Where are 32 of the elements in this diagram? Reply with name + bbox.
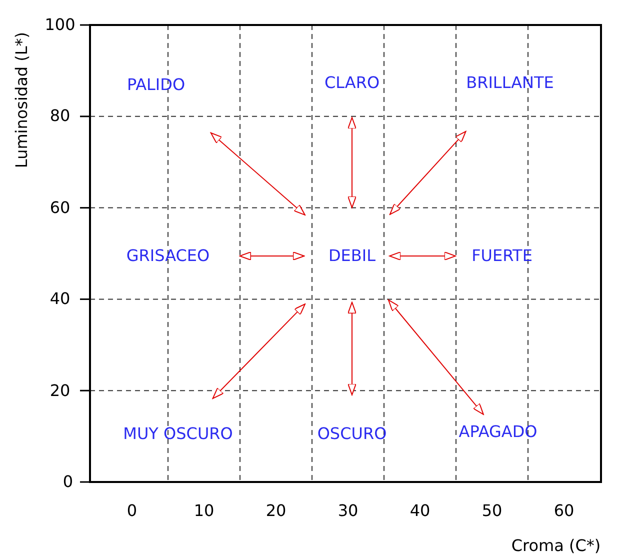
axis-title: Croma (C*) (511, 537, 601, 555)
tick-label: 100 (44, 16, 76, 34)
tick-label: 60 (554, 502, 574, 520)
double-arrow (212, 304, 306, 399)
double-arrow (388, 300, 484, 415)
region-label: BRILLANTE (466, 74, 554, 92)
region-label: APAGADO (458, 423, 538, 441)
tick-label: 40 (50, 290, 70, 308)
region-label: GRISACEO (126, 247, 210, 265)
tick-label: 80 (50, 107, 70, 126)
region-label: OSCURO (317, 425, 387, 443)
region-label: CLARO (324, 74, 380, 92)
tick-label: 20 (50, 382, 70, 400)
tick-label: 0 (62, 473, 74, 491)
double-arrow (348, 302, 356, 396)
double-arrow (210, 132, 306, 216)
double-arrow (389, 130, 466, 215)
region-label: FUERTE (472, 247, 532, 265)
tick-label: 10 (194, 502, 214, 520)
region-label: PALIDO (126, 76, 186, 94)
axis-title: Luminosidad (L*) (13, 32, 31, 168)
double-arrow (348, 117, 356, 208)
double-arrow (389, 252, 456, 260)
tick-label: 60 (50, 198, 70, 217)
tick-label: 20 (266, 502, 286, 520)
tick-label: 40 (410, 502, 430, 520)
region-label: MUY OSCURO (123, 425, 233, 443)
region-label: DEBIL (328, 247, 376, 265)
tick-label: 50 (482, 502, 502, 520)
double-arrow (239, 252, 305, 260)
tick-label: 0 (126, 502, 138, 520)
tick-label: 30 (338, 502, 358, 520)
